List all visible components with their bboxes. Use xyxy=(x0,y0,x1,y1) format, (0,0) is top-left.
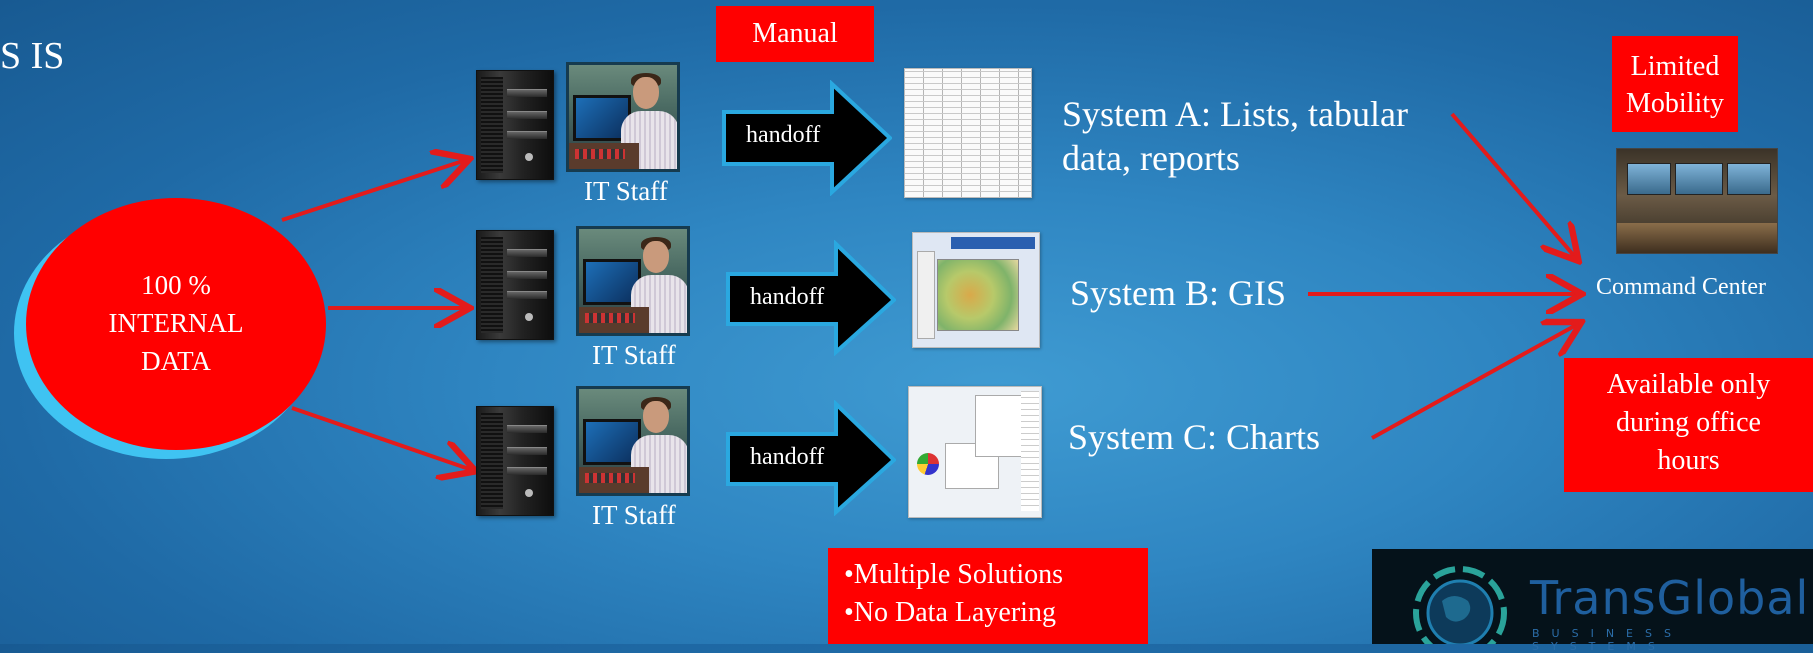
handoff-arrow: handoff xyxy=(722,80,892,196)
system-b-label: System B: GIS xyxy=(1070,273,1287,313)
handoff-label: handoff xyxy=(746,122,821,148)
arrow-data-to-server-1 xyxy=(281,160,466,222)
server-icon xyxy=(476,406,554,516)
command-center-label: Command Center xyxy=(1596,274,1766,300)
handoff-arrow: handoff xyxy=(726,400,896,516)
it-staff-label: IT Staff xyxy=(592,340,676,370)
system-c-label: System C: Charts xyxy=(1068,417,1321,457)
limited-mobility-label: Limited Mobility xyxy=(1612,36,1738,132)
arrow-system-a-to-command xyxy=(1450,112,1576,258)
logo-brand: TransGlobal xyxy=(1530,571,1810,625)
issue-item: •Multiple Solutions xyxy=(844,559,1064,590)
limited-mobility-line1: Limited xyxy=(1630,51,1720,82)
system-a-label-line1: System A: Lists, tabular xyxy=(1062,94,1408,134)
handoff-label: handoff xyxy=(750,444,825,470)
it-staff-label: IT Staff xyxy=(592,500,676,530)
internal-data-line1: 100 % xyxy=(141,270,211,300)
handoff-label: handoff xyxy=(750,284,825,310)
issues-box: •Multiple Solutions •No Data Layering xyxy=(828,548,1148,644)
globe-icon xyxy=(1413,566,1507,644)
charts-thumbnail xyxy=(908,386,1042,518)
internal-data-label: 100 % INTERNAL DATA xyxy=(76,266,276,380)
logo-tagline: BUSINESS SYSTEMS xyxy=(1532,627,1683,653)
issue-item: •No Data Layering xyxy=(844,597,1056,628)
it-staff-photo xyxy=(576,226,690,336)
internal-data-line2: INTERNAL xyxy=(108,308,244,338)
spreadsheet-thumbnail xyxy=(904,68,1032,198)
gis-thumbnail xyxy=(912,232,1040,348)
office-hours-line1: Available only xyxy=(1606,369,1771,400)
internal-data-line3: DATA xyxy=(141,346,211,376)
system-a-label: System A: Lists, tabular data, reports xyxy=(1062,92,1408,180)
limited-mobility-line2: Mobility xyxy=(1625,88,1724,119)
it-staff-label: IT Staff xyxy=(584,176,668,206)
command-center-photo xyxy=(1616,148,1778,254)
slide-title: S IS xyxy=(0,35,65,77)
it-staff-photo xyxy=(566,62,680,172)
internal-data-circle xyxy=(14,198,326,459)
arrow-system-c-to-command xyxy=(1371,324,1578,440)
server-icon xyxy=(476,230,554,340)
manual-label: Manual xyxy=(716,6,874,62)
system-a-label-line2: data, reports xyxy=(1062,138,1240,178)
handoff-arrow: handoff xyxy=(726,240,896,356)
it-staff-photo xyxy=(576,386,690,496)
server-icon xyxy=(476,70,554,180)
office-hours-line3: hours xyxy=(1657,445,1720,476)
transglobal-logo: TransGlobal BUSINESS SYSTEMS xyxy=(1372,549,1813,653)
office-hours-line2: during office xyxy=(1616,407,1761,438)
office-hours-label: Available only during office hours xyxy=(1564,358,1813,492)
arrow-data-to-server-3 xyxy=(291,406,472,470)
